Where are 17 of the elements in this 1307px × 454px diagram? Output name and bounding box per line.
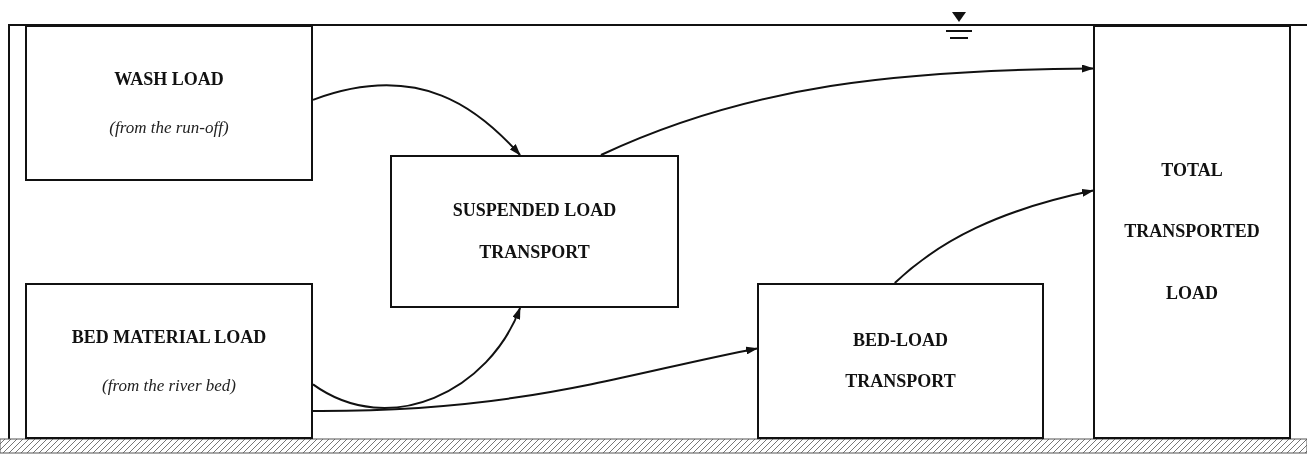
box-heading: BED-LOAD TRANSPORT <box>844 328 957 393</box>
process-box <box>1093 25 1291 439</box>
box-note: (from the river bed) <box>102 375 236 396</box>
box-heading: WASH LOAD <box>114 68 224 92</box>
arrow <box>312 346 758 412</box>
arrow <box>312 307 522 409</box>
arrow <box>312 84 522 156</box>
box-heading: TOTAL TRANSPORTED LOAD <box>1123 159 1261 305</box>
process-box <box>25 283 313 439</box>
process-box <box>25 25 313 181</box>
arrow <box>599 64 1094 156</box>
process-box <box>757 283 1044 439</box>
box-note: (from the run-off) <box>109 117 229 138</box>
arrow <box>893 189 1094 284</box>
process-box <box>390 155 679 308</box>
box-heading: SUSPENDED LOAD TRANSPORT <box>451 199 618 264</box>
box-heading: BED MATERIAL LOAD <box>71 326 267 350</box>
